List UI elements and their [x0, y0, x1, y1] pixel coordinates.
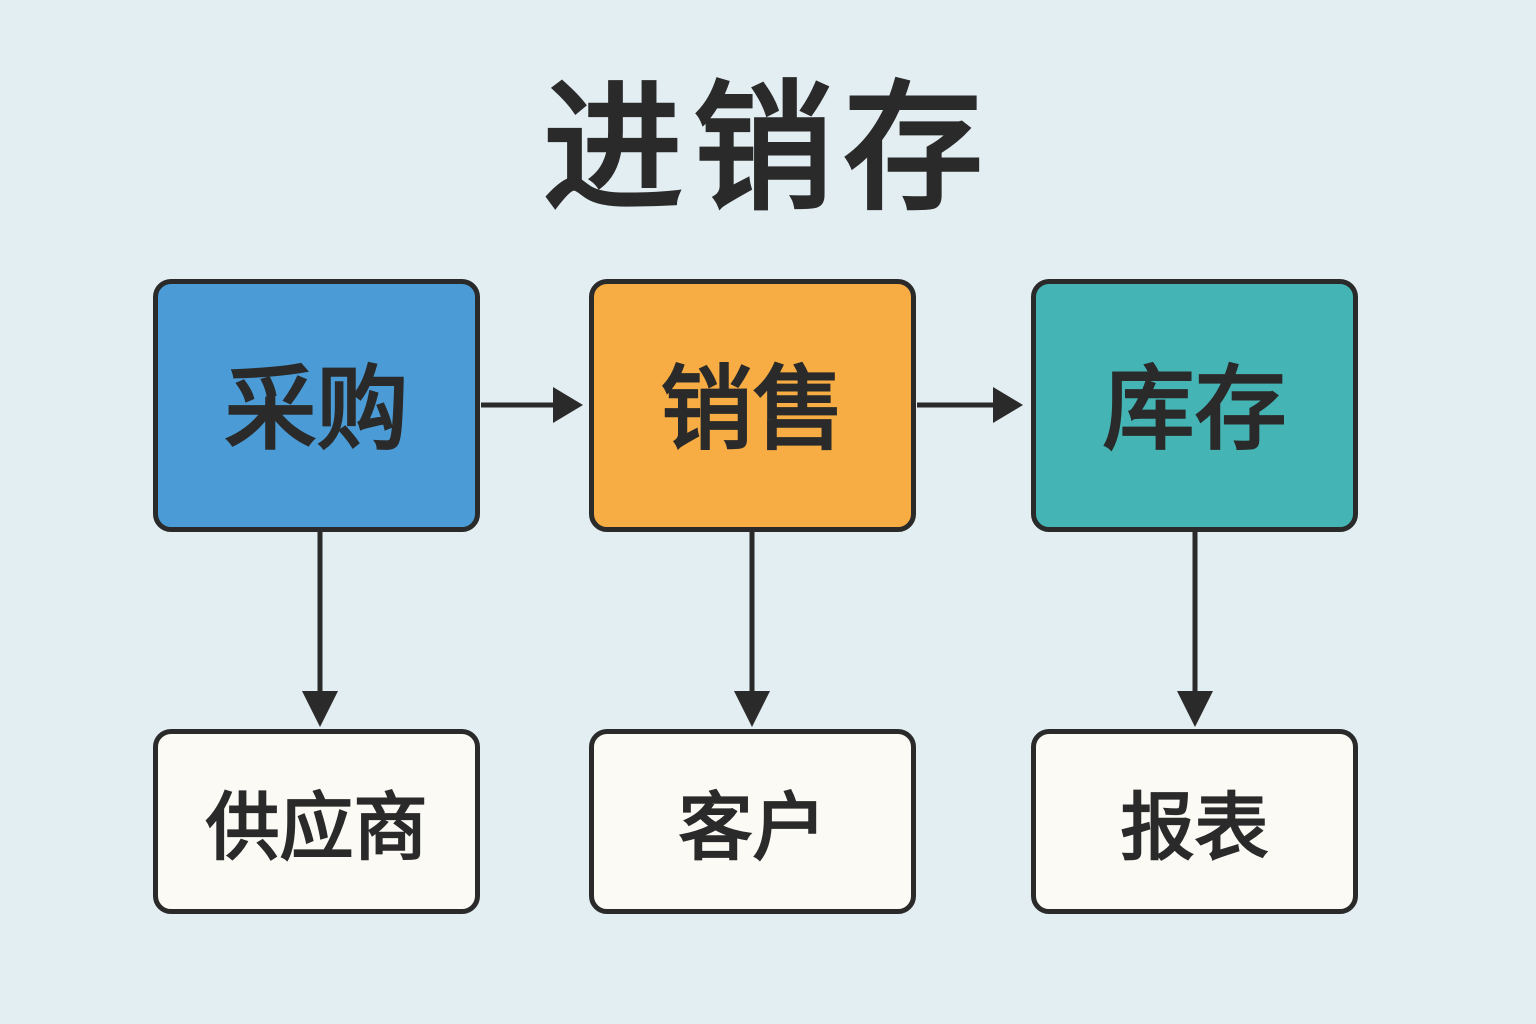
node-report-label: 报表 — [1120, 785, 1269, 871]
node-customer-label: 客户 — [678, 785, 827, 871]
node-report: 报表 — [1031, 729, 1358, 914]
node-customer: 客户 — [589, 729, 916, 914]
node-supplier-label: 供应商 — [205, 785, 428, 871]
arrowhead-purchase-to-sales — [553, 387, 583, 423]
diagram-title: 进销存 — [542, 68, 993, 231]
node-purchase: 采购 — [153, 279, 480, 532]
arrowhead-purchase-to-supplier — [302, 691, 338, 727]
node-sales: 销售 — [589, 279, 916, 532]
node-sales-label: 销售 — [660, 356, 845, 463]
node-purchase-label: 采购 — [224, 356, 409, 463]
node-inventory-label: 库存 — [1102, 356, 1287, 463]
arrowhead-sales-to-customer — [734, 691, 770, 727]
node-supplier: 供应商 — [153, 729, 480, 914]
arrowhead-sales-to-inventory — [993, 387, 1023, 423]
node-inventory: 库存 — [1031, 279, 1358, 532]
arrowhead-inventory-to-report — [1177, 691, 1213, 727]
